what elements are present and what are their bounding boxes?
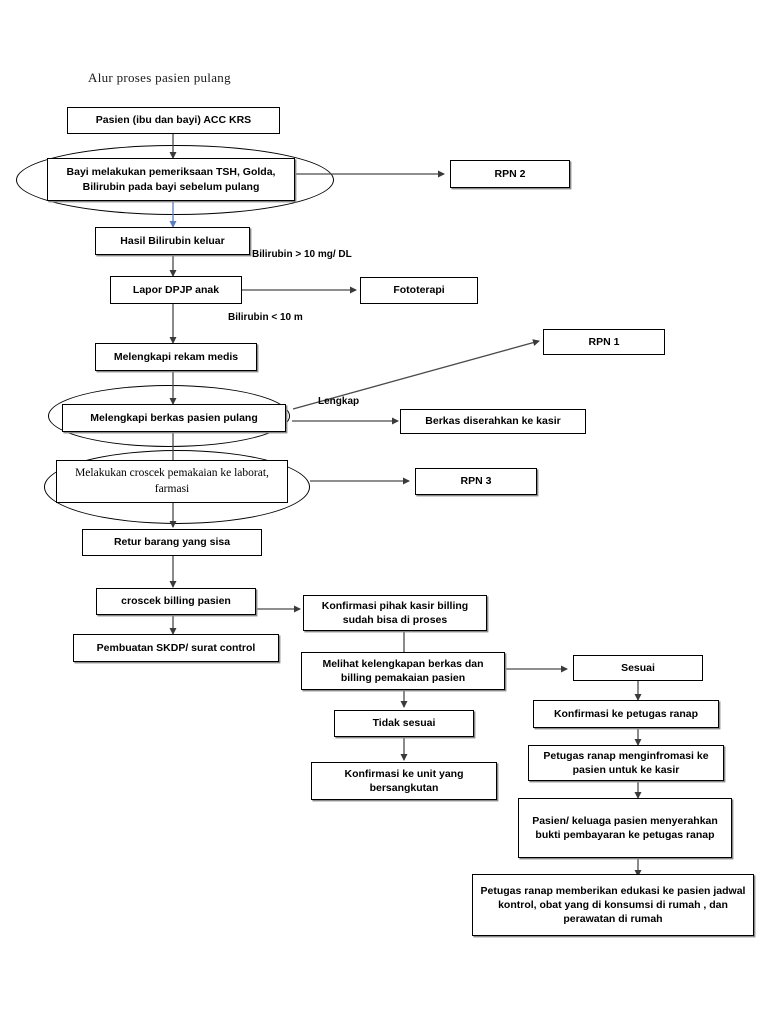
node-hasil-bilirubin-keluar[interactable]: Hasil Bilirubin keluar xyxy=(95,227,250,255)
edge-label-lengkap: Lengkap xyxy=(318,396,360,407)
node-tidak-sesuai[interactable]: Tidak sesuai xyxy=(334,710,474,737)
node-fototerapi[interactable]: Fototerapi xyxy=(360,277,478,304)
node-melengkapi-berkas-pasien-pulang[interactable]: Melengkapi berkas pasien pulang xyxy=(62,404,286,432)
node-sesuai[interactable]: Sesuai xyxy=(573,655,703,681)
edge-label-bilirubin-high: Bilirubin > 10 mg/ DL xyxy=(252,249,352,260)
node-pasien-acc-krs[interactable]: Pasien (ibu dan bayi) ACC KRS xyxy=(67,107,280,134)
node-rpn-2[interactable]: RPN 2 xyxy=(450,160,570,188)
page-title: Alur proses pasien pulang xyxy=(88,70,231,85)
highlight-ellipse-berkas xyxy=(48,385,290,447)
node-croscek-billing-pasien[interactable]: croscek billing pasien xyxy=(96,588,256,615)
node-rpn-3[interactable]: RPN 3 xyxy=(415,468,537,495)
node-croscek-pemakaian-laborat-farmasi[interactable]: Melakukan croscek pemakaian ke laborat, … xyxy=(56,460,288,503)
node-petugas-ranap-edukasi-pasien[interactable]: Petugas ranap memberikan edukasi ke pasi… xyxy=(472,874,754,936)
node-pemeriksaan-tsh-golda[interactable]: Bayi melakukan pemeriksaan TSH, Golda, B… xyxy=(47,158,295,201)
node-melihat-kelengkapan-berkas-billing[interactable]: Melihat kelengkapan berkas dan billing p… xyxy=(301,652,505,690)
edge-label-bilirubin-low: Bilirubin < 10 m xyxy=(228,312,303,323)
node-rpn-1[interactable]: RPN 1 xyxy=(543,329,665,355)
node-petugas-ranap-menginformasi[interactable]: Petugas ranap menginfromasi ke pasien un… xyxy=(528,745,724,781)
node-pasien-menyerahkan-bukti-pembayaran[interactable]: Pasien/ keluaga pasien menyerahkan bukti… xyxy=(518,798,732,858)
node-melengkapi-rekam-medis[interactable]: Melengkapi rekam medis xyxy=(95,343,257,371)
node-lapor-dpjp-anak[interactable]: Lapor DPJP anak xyxy=(110,276,242,304)
node-retur-barang-sisa[interactable]: Retur barang yang sisa xyxy=(82,529,262,556)
node-berkas-diserahkan-ke-kasir[interactable]: Berkas diserahkan ke kasir xyxy=(400,409,586,434)
node-pembuatan-skdp-surat-control[interactable]: Pembuatan SKDP/ surat control xyxy=(73,634,279,662)
node-konfirmasi-ke-petugas-ranap[interactable]: Konfirmasi ke petugas ranap xyxy=(533,700,719,728)
highlight-ellipse-croscek xyxy=(44,450,310,524)
node-konfirmasi-kasir-billing[interactable]: Konfirmasi pihak kasir billing sudah bis… xyxy=(303,595,487,631)
node-konfirmasi-ke-unit-bersangkutan[interactable]: Konfirmasi ke unit yang bersangkutan xyxy=(311,762,497,800)
highlight-ellipse-pemeriksaan xyxy=(16,145,334,215)
